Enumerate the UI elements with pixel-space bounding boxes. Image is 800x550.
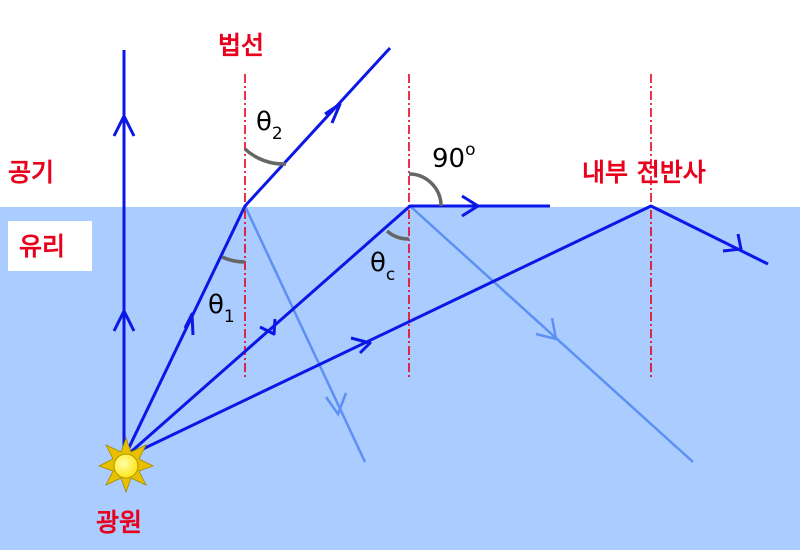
- tir-ray-arrowhead-incident: [350, 336, 372, 355]
- reflected-ray-1: [243, 205, 367, 463]
- thetac-subscript: c: [386, 265, 395, 285]
- ninety-arc: [408, 172, 443, 207]
- reflected-ray-2: [409, 205, 694, 463]
- tir-ray-arrowhead-reflected: [722, 233, 743, 253]
- ninety-degree-label: 90o: [432, 140, 476, 174]
- thetac-arc: [385, 229, 410, 241]
- theta2-subscript: 2: [272, 124, 283, 144]
- ninety-value: 90: [432, 144, 465, 174]
- glass-label: 유리: [19, 232, 65, 261]
- reflected-ray-1-arrowhead: [324, 392, 348, 417]
- normal-label: 법선: [218, 31, 264, 60]
- critical-ray-arrowhead-glass: [259, 318, 277, 336]
- light-source-label: 광원: [96, 508, 142, 537]
- total-internal-reflection-ray: [123, 204, 769, 460]
- theta1-symbol: θ: [208, 290, 224, 320]
- thetac-label: θc: [370, 248, 395, 285]
- thetac-symbol: θ: [370, 248, 386, 278]
- reflected-ray-2-arrowhead: [535, 317, 558, 341]
- refracted-ray: [122, 46, 392, 459]
- vertical-ray-arrowhead-high: [112, 114, 136, 137]
- glass-region: [0, 207, 800, 550]
- light-rays: [112, 46, 769, 460]
- critical-angle-ray: [123, 204, 550, 460]
- theta1-label: θ1: [208, 290, 235, 327]
- critical-ray-arrowhead-grazing: [461, 194, 480, 218]
- theta1-subscript: 1: [224, 307, 235, 327]
- theta2-symbol: θ: [256, 107, 272, 137]
- light-source-sun-icon: [97, 436, 155, 494]
- total-internal-reflection-label: 내부 전반사: [582, 158, 706, 187]
- refracted-ray-arrowhead-glass: [183, 312, 195, 336]
- theta2-arc: [243, 147, 287, 166]
- theta2-label: θ2: [256, 107, 283, 144]
- normal-lines: [244, 74, 652, 380]
- degree-superscript: o: [465, 140, 475, 160]
- air-label: 공기: [8, 158, 54, 187]
- glass-label-box: [8, 221, 92, 271]
- angle-arcs: [221, 147, 443, 264]
- refracted-ray-arrowhead-air: [324, 102, 342, 124]
- air-region: [0, 0, 800, 207]
- partial-reflection-rays: [243, 205, 694, 463]
- theta1-arc: [221, 255, 246, 264]
- vertical-ray-arrowhead-low: [112, 309, 136, 332]
